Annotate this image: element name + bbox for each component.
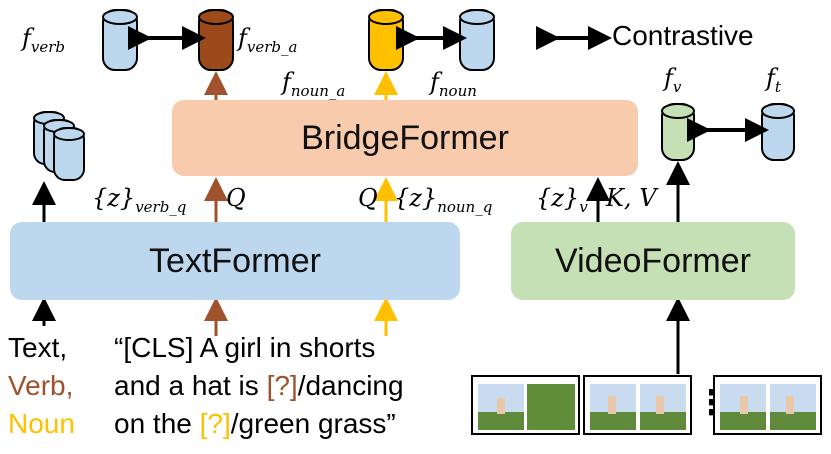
cylinder-f-noun [459,9,495,71]
cylinder-f-verb-a [198,9,234,71]
cylinder-f-noun-a [368,9,404,71]
label-f-noun-a: fnoun_a [282,68,346,100]
label-f-verb-a: fverb_a [238,24,298,56]
contrastive-legend-label: Contrastive [612,20,754,51]
cylinder-f-t [761,103,795,161]
label-f-verb: fverb [22,24,66,56]
cylinder-f-v [661,103,695,161]
frames-ellipsis: ⋮ [695,383,729,423]
label-q-right: Q [358,184,378,212]
label-z-noun-q: {z}noun_q [394,184,493,216]
cylinder-f-verb [102,9,138,71]
label-f-t: ft [766,64,781,96]
input-legend-verb: Verb, [8,370,74,401]
video-frames [471,375,822,435]
videoformer-block: VideoFormer [511,222,795,300]
stacked-cylinders [33,111,85,181]
noun-mask-token: [?] [199,408,231,439]
verb-mask-token: [?] [266,370,298,401]
input-legend-noun: Noun [8,408,75,439]
label-kv: K, V [606,184,657,212]
input-legend-text: Text, [8,332,68,363]
label-f-v: fv [664,64,682,96]
input-sentence-line3: on the [?]/green grass” [114,408,396,439]
textformer-label: TextFormer [149,241,321,280]
label-z-v: {z}v [536,184,588,216]
input-sentence-line2: and a hat is [?]/dancing [114,370,404,401]
bridgeformer-block: BridgeFormer [172,100,638,176]
textformer-block: TextFormer [10,222,460,300]
videoformer-label: VideoFormer [555,241,751,280]
label-z-verb-q: {z}verb_q [92,184,187,216]
label-q-left: Q [226,184,246,212]
bridgeformer-label: BridgeFormer [301,118,509,157]
input-sentence-line1: “[CLS] A girl in shorts [114,332,376,363]
label-f-noun: fnoun [430,68,477,100]
